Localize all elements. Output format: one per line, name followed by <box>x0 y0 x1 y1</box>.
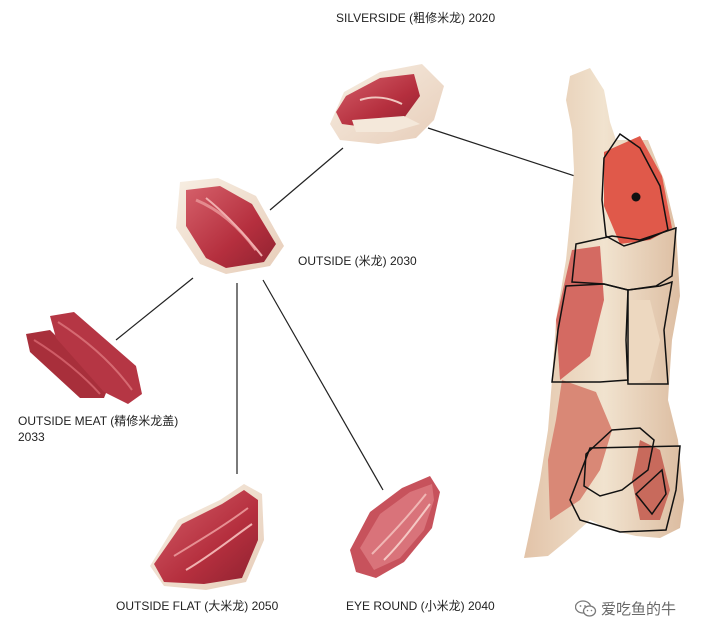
eye-round-cut-image <box>350 476 440 578</box>
line-outside-to-eye-round <box>263 280 383 490</box>
silverside-marker-dot <box>632 193 641 202</box>
watermark-text: 爱吃鱼的牛 <box>601 598 676 619</box>
carcass-image <box>524 68 684 558</box>
outside-cut-image <box>176 178 284 274</box>
outside-meat-cut-image <box>26 312 142 404</box>
outside-meat-label-line2: 2033 <box>18 429 178 445</box>
outside-meat-label-line1: OUTSIDE MEAT (精修米龙盖) <box>18 413 178 429</box>
outside-label: OUTSIDE (米龙) 2030 <box>298 253 417 269</box>
line-silverside-to-outside <box>270 148 343 210</box>
outside-meat-label: OUTSIDE MEAT (精修米龙盖) 2033 <box>18 413 178 445</box>
line-outside-to-outside-meat <box>116 278 193 340</box>
eye-round-label: EYE ROUND (小米龙) 2040 <box>346 598 495 614</box>
silverside-cut-image <box>330 64 444 144</box>
watermark: 爱吃鱼的牛 <box>575 598 676 619</box>
wechat-icon <box>575 600 597 618</box>
outside-flat-cut-image <box>150 484 264 590</box>
outside-flat-label: OUTSIDE FLAT (大米龙) 2050 <box>116 598 278 614</box>
silverside-label: SILVERSIDE (粗修米龙) 2020 <box>336 10 495 26</box>
